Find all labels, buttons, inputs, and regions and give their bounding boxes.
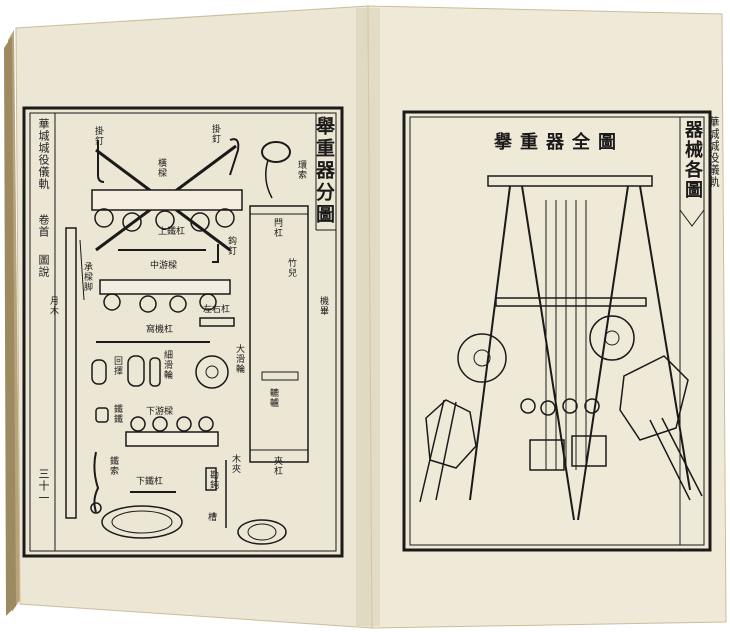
pulley-1 [94,208,114,228]
left-right-bar-drawing [199,317,235,327]
hook-right-drawing [229,138,240,176]
mid-beam-drawing [99,279,231,295]
label-wood-clamp: 木夾 [230,454,240,474]
label-post: 機畢 [318,296,328,316]
right-header-section: 器械各圖 [682,120,703,200]
rope-coil-left [101,505,183,539]
drum-drawing [205,467,217,491]
low-pulley-3 [176,416,192,432]
mid-pulley-3 [169,295,187,313]
pulley-4 [190,212,210,232]
fine-pulley-drawing [149,357,161,387]
right-frame-inner [409,116,705,546]
label-support-foot: 承樑脚 [82,262,92,292]
hook-left-drawing [97,140,105,183]
right-title-tab [679,116,705,227]
nail-drawing [212,244,219,263]
gutter-shadow [356,8,380,626]
left-page [15,5,373,629]
low-pulley-4 [198,416,214,432]
label-four-way: 回擇 [112,356,122,376]
foot-strut-drawing [79,239,85,301]
left-margin-volume: 卷首 [37,214,50,238]
label-gate-bottom: 夾杠 [272,456,282,476]
left-frame-outer [22,106,344,558]
label-axle: 轆轤 [268,388,278,408]
label-large-wheel: 大滑輪 [234,344,244,374]
page-edge-left-outer [4,36,16,616]
label-upright: 竹兒 [286,258,296,278]
rope-ring-a [90,502,102,514]
label-moon-timber: 月木 [48,296,58,316]
label-lower-beam: 下游樑 [146,407,174,417]
iron-weight-drawing [95,407,109,423]
left-margin-book-title: 華城城役儀軌 [37,118,50,190]
left-folio: 三十一 [37,468,50,504]
rope-coil-right [237,519,287,545]
left-margin-section: 圖說 [37,254,50,278]
label-iron-rope: 鐵索 [108,456,118,476]
part-a [91,359,107,385]
part-b [127,355,145,387]
mid-pulley-2 [139,295,157,313]
label-rope: 槽 [206,512,216,522]
tall-frame-drawing [249,205,309,463]
lower-beam-drawing [125,431,219,447]
ring-cord-tail [265,159,273,199]
frame-crossbar [261,371,299,381]
label-fine-pulley: 細滑輪 [162,350,172,380]
right-page-title: 擧重器全圖 [494,132,624,153]
label-iron-weight: 鐵鐵 [112,404,122,424]
right-frame-outer [402,110,712,552]
rope-coil-left-inner [111,510,173,534]
pulley-2 [122,212,142,232]
large-wheel-hub [205,365,219,379]
right-page [367,5,727,629]
mid-pulley-4 [199,293,217,311]
label-iron-nail: 鈎釘 [226,236,236,256]
cross-beam-drawing [91,189,243,211]
low-pulley-1 [130,416,146,432]
right-header-book-title: 華城城役儀軌 [707,116,720,188]
pulley-5 [215,208,235,228]
label-cross-beam: 橫樑 [156,158,166,178]
label-hook-left: 掛釘 [93,126,103,146]
rope-coil-right-inner [247,523,277,541]
ring-cord-drawing [261,141,291,163]
iron-rope-drawing [93,451,100,513]
left-frame-inner [29,112,337,552]
label-left-right-bar: 左右杠 [203,305,231,315]
crane-full-drawing [419,175,703,521]
label-hook-right: 掛釘 [210,124,220,144]
label-frame-bar: 窩機杠 [146,325,174,335]
moon-timber-drawing [65,227,77,519]
label-iron-bar-top: 上鐵杠 [158,227,186,237]
low-pulley-2 [152,416,168,432]
large-wheel-drawing [195,355,229,389]
label-lower-bar: 下鐵杠 [136,477,164,487]
pulley-3 [155,210,175,230]
mid-pulley-1 [103,293,121,311]
label-ring-cord: 環索 [296,160,306,180]
label-gate-top: 閂杠 [272,218,282,238]
left-page-title: 舉重器分圖 [313,116,335,226]
label-drum: 勘鈍 [208,470,218,490]
label-mid-beam: 中游樑 [150,261,178,271]
